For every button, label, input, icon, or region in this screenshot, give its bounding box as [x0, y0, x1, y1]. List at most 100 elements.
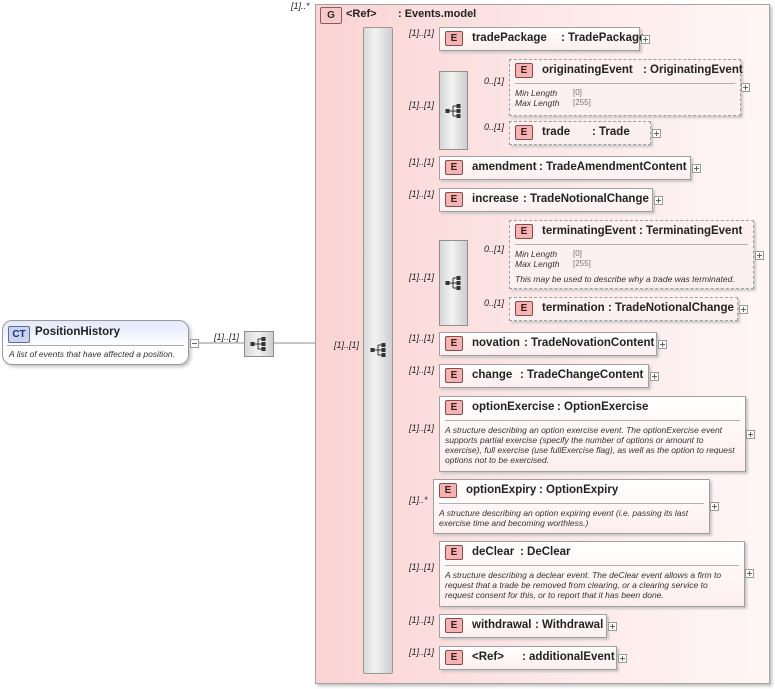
- element-icon: E: [439, 483, 457, 498]
- element-name: optionExpiry: [466, 484, 537, 496]
- cardinality-trade-package: [1]..[1]: [409, 28, 435, 38]
- element-type: : TradeAmendmentContent: [539, 161, 687, 173]
- element-type: : Withdrawal: [535, 619, 604, 631]
- group-name: : Events.model: [398, 8, 477, 20]
- complex-type-icon: CT: [8, 326, 30, 343]
- group-ref-label: <Ref>: [346, 8, 377, 20]
- expand-termination[interactable]: [739, 305, 748, 314]
- element-doc: A structure describing a declear event. …: [445, 570, 722, 600]
- element-option-exercise[interactable]: E optionExercise : OptionExercise A stru…: [439, 396, 746, 472]
- element-type: : TerminatingEvent: [639, 225, 743, 237]
- element-icon: E: [445, 650, 463, 665]
- divider: [515, 244, 748, 245]
- cardinality-termination: 0..[1]: [484, 298, 505, 308]
- element-type: : TradeNotionalChange: [608, 302, 734, 314]
- element-type: : Trade: [592, 126, 630, 138]
- facet-value: [255]: [573, 98, 591, 107]
- cardinality-choice-1: [1]..[1]: [409, 100, 435, 110]
- element-name: change: [472, 369, 513, 381]
- root-sequence-compositor[interactable]: [244, 331, 274, 357]
- element-increase[interactable]: E increase : TradeNotionalChange: [439, 188, 653, 212]
- cardinality-trade: 0..[1]: [484, 122, 505, 132]
- sequence-icon: [250, 337, 266, 351]
- cardinality-increase: [1]..[1]: [409, 189, 435, 199]
- element-type: : OptionExpiry: [539, 484, 619, 496]
- element-additional-event-ref[interactable]: E <Ref> : additionalEvent: [439, 646, 617, 670]
- element-option-expiry[interactable]: E optionExpiry : OptionExpiry A structur…: [433, 479, 710, 534]
- expand-trade-package[interactable]: [641, 35, 650, 44]
- cardinality-option-expiry: [1]..*: [409, 495, 428, 505]
- facet-label: Min Length: [515, 249, 558, 259]
- element-doc: This may be used to describe why a trade…: [515, 274, 735, 284]
- choice-compositor-1[interactable]: [439, 71, 468, 150]
- expand-option-exercise[interactable]: [746, 430, 755, 439]
- element-doc: A structure describing an option expirin…: [439, 508, 689, 528]
- element-name: amendment: [472, 161, 537, 173]
- expand-option-expiry[interactable]: [710, 502, 719, 511]
- element-withdrawal[interactable]: E withdrawal : Withdrawal: [439, 614, 607, 638]
- element-name: optionExercise: [472, 401, 555, 413]
- expand-terminating-event[interactable]: [755, 251, 764, 260]
- element-icon: E: [445, 160, 463, 175]
- expand-additional-event[interactable]: [618, 654, 627, 663]
- element-amendment[interactable]: E amendment : TradeAmendmentContent: [439, 156, 691, 180]
- collapse-toggle[interactable]: [190, 339, 199, 348]
- facet-value: [0]: [573, 88, 582, 97]
- element-ref-label: <Ref>: [472, 651, 504, 663]
- element-declear[interactable]: E deClear : DeClear A structure describi…: [439, 541, 745, 607]
- element-novation[interactable]: E novation : TradeNovationContent: [439, 332, 657, 356]
- element-type: : TradeNotionalChange: [523, 193, 649, 205]
- element-terminating-event[interactable]: E terminatingEvent : TerminatingEvent Mi…: [509, 220, 754, 289]
- expand-originating-event[interactable]: [741, 83, 750, 92]
- cardinality-amendment: [1]..[1]: [409, 157, 435, 167]
- group-cardinality: [1]..*: [291, 1, 310, 11]
- element-icon: E: [445, 545, 463, 560]
- element-doc: A structure describing an option exercis…: [445, 425, 735, 465]
- facet-label: Min Length: [515, 88, 558, 98]
- element-trade[interactable]: E trade : Trade: [509, 121, 651, 145]
- cardinality-withdrawal: [1]..[1]: [409, 615, 435, 625]
- expand-increase[interactable]: [654, 196, 663, 205]
- element-type: : TradeChangeContent: [520, 369, 644, 381]
- divider: [515, 83, 735, 84]
- element-type: : OptionExercise: [557, 401, 649, 413]
- element-termination[interactable]: E termination : TradeNotionalChange: [509, 297, 738, 321]
- cardinality-option-exercise: [1]..[1]: [409, 423, 435, 433]
- element-name: termination: [542, 302, 605, 314]
- group-sequence-cardinality: [1]..[1]: [334, 340, 360, 350]
- choice-icon: [445, 276, 460, 290]
- element-originating-event[interactable]: E originatingEvent : OriginatingEvent Mi…: [509, 59, 743, 116]
- facet-value: [255]: [573, 259, 591, 268]
- element-name: novation: [472, 337, 520, 349]
- element-icon: E: [445, 192, 463, 207]
- expand-declear[interactable]: [745, 569, 754, 578]
- choice-icon: [445, 103, 460, 118]
- element-icon: E: [445, 368, 463, 383]
- root-sequence-cardinality: [1]..[1]: [214, 332, 240, 342]
- element-type: : DeClear: [520, 546, 571, 558]
- element-name: tradePackage: [472, 32, 547, 44]
- element-name: deClear: [472, 546, 515, 558]
- expand-change[interactable]: [650, 372, 659, 381]
- complex-type-position-history[interactable]: CT PositionHistory A list of events that…: [2, 320, 189, 365]
- cardinality-additional-event: [1]..[1]: [409, 647, 435, 657]
- group-icon: G: [320, 7, 342, 24]
- element-name: terminatingEvent: [542, 225, 636, 237]
- element-trade-package[interactable]: E tradePackage : TradePackage: [439, 27, 645, 51]
- facet-label: Max Length: [515, 259, 560, 269]
- cardinality-terminating-event: 0..[1]: [484, 244, 505, 254]
- expand-trade[interactable]: [652, 129, 661, 138]
- cardinality-declear: [1]..[1]: [409, 562, 435, 572]
- element-name: trade: [542, 126, 571, 138]
- element-icon: E: [515, 63, 533, 78]
- choice-compositor-2[interactable]: [439, 240, 468, 326]
- cardinality-novation: [1]..[1]: [409, 333, 435, 343]
- complex-type-doc: A list of events that have affected a po…: [9, 349, 176, 359]
- divider: [439, 503, 704, 504]
- facet-value: [0]: [573, 249, 582, 258]
- cardinality-change: [1]..[1]: [409, 365, 435, 375]
- expand-amendment[interactable]: [692, 164, 701, 173]
- expand-withdrawal[interactable]: [608, 622, 617, 631]
- expand-novation[interactable]: [658, 340, 667, 349]
- element-change[interactable]: E change : TradeChangeContent: [439, 364, 649, 388]
